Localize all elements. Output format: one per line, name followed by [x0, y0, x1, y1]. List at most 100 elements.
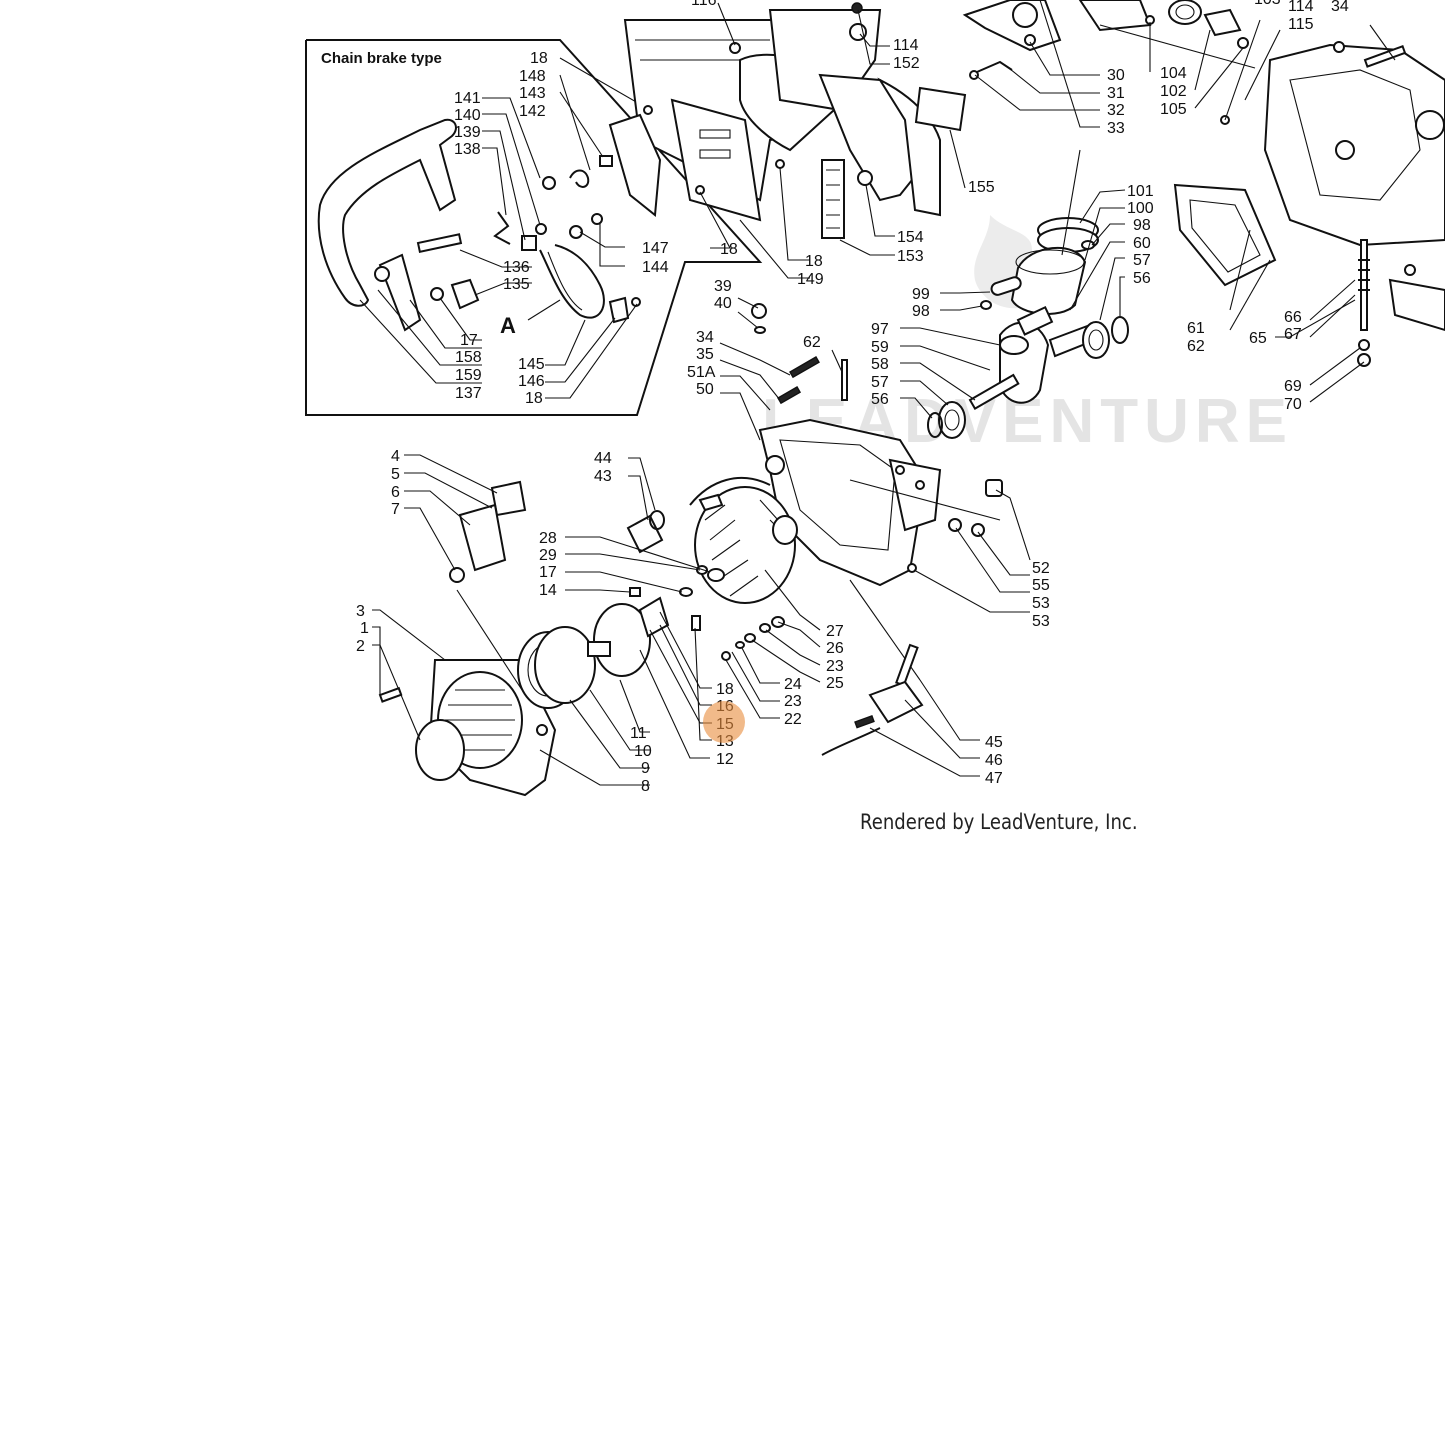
- callout-47: 47: [985, 770, 1003, 787]
- callout-97: 97: [871, 321, 889, 338]
- seal-left: [927, 412, 943, 438]
- callout-144: 144: [642, 259, 669, 276]
- callout-31: 31: [1107, 85, 1125, 102]
- callout-7: 7: [391, 501, 400, 518]
- housing-screw: [378, 686, 403, 703]
- callout-44: 44: [594, 450, 612, 467]
- callout-18d: 18: [525, 390, 543, 407]
- callout-57a: 57: [1133, 252, 1151, 269]
- ignition-group: [821, 643, 980, 777]
- starter-reel: [534, 626, 596, 704]
- brake-pivot: [374, 266, 390, 282]
- callout-67: 67: [1284, 326, 1302, 343]
- callout-34a: 34: [1331, 0, 1349, 15]
- callout-4: 4: [391, 448, 400, 465]
- carburetor: [962, 0, 1062, 52]
- brake-collar: [569, 225, 583, 239]
- piston-pin: [990, 276, 1022, 296]
- callout-8: 8: [641, 778, 650, 795]
- callout-153: 153: [897, 248, 924, 265]
- brake-spring: [493, 211, 511, 245]
- callout-59: 59: [871, 339, 889, 356]
- callout-10: 10: [634, 743, 652, 760]
- brake-band: [539, 244, 605, 319]
- callout-149: 149: [797, 271, 824, 288]
- callout-23b: 23: [784, 693, 802, 710]
- screw-39: [751, 303, 767, 319]
- oil-pump-rod: [1360, 239, 1368, 331]
- callout-29: 29: [539, 547, 557, 564]
- main-bearing-left: [938, 401, 966, 439]
- callout-18e: 18: [716, 681, 734, 698]
- intake-flange: [1203, 8, 1242, 37]
- callout-46: 46: [985, 752, 1003, 769]
- callout-142: 142: [519, 103, 546, 120]
- ignition-coil: [868, 680, 924, 724]
- brake-washer: [542, 176, 556, 190]
- callout-136: 136: [503, 259, 530, 276]
- brake-nut: [591, 213, 603, 225]
- callout-140: 140: [454, 107, 481, 124]
- callout-139: 139: [454, 124, 481, 141]
- spark-lead: [821, 727, 881, 756]
- inset-title: Chain brake type: [321, 50, 442, 67]
- callout-17b: 17: [539, 564, 557, 581]
- bar-nut: [857, 170, 873, 186]
- inset-detail-letter: A: [500, 313, 516, 338]
- starter-grip-top: [490, 480, 527, 517]
- guide-plate: [608, 113, 662, 217]
- callout-43: 43: [594, 468, 612, 485]
- callout-2: 2: [356, 638, 365, 655]
- callout-34b: 34: [696, 329, 714, 346]
- pulley-hub: [587, 641, 611, 657]
- callout-14: 14: [539, 582, 557, 599]
- crankcase-right: [1173, 19, 1445, 403]
- piston-group: [900, 149, 1129, 439]
- needle-bearing: [999, 335, 1029, 355]
- callout-52: 52: [1032, 560, 1050, 577]
- case-bolt-short: [777, 386, 802, 405]
- callout-62b: 62: [803, 334, 821, 351]
- callout-35: 35: [696, 346, 714, 363]
- callout-24: 24: [784, 676, 802, 693]
- callout-141: 141: [454, 90, 481, 107]
- callout-100: 100: [1127, 200, 1154, 217]
- latch-pin: [430, 287, 444, 301]
- crank-shaft-end: [968, 373, 1020, 411]
- crankcase-half: [1263, 43, 1445, 247]
- brake-shaft: [416, 233, 463, 253]
- callout-105: 105: [1160, 101, 1187, 118]
- callout-60: 60: [1133, 235, 1151, 252]
- callout-145: 145: [518, 356, 545, 373]
- callout-103: 103: [1254, 0, 1281, 8]
- brake-bolt: [535, 223, 547, 235]
- crankcase-center: [719, 297, 1031, 681]
- case-bolt-long: [789, 356, 820, 379]
- callout-62a: 62: [1187, 338, 1205, 355]
- callout-99: 99: [912, 286, 930, 303]
- callout-51a: 51A: [687, 364, 716, 381]
- callout-53b: 53: [1032, 613, 1050, 630]
- main-bearing-right: [1082, 321, 1110, 359]
- callout-11: 11: [630, 725, 647, 742]
- connecting-rod: [1016, 305, 1054, 336]
- hotspot-highlight-15[interactable]: [703, 701, 745, 743]
- callout-27: 27: [826, 623, 844, 640]
- reed-block: [821, 159, 845, 239]
- brake-handle: [317, 118, 457, 307]
- callout-101: 101: [1127, 183, 1154, 200]
- brake-lever-plate: [378, 253, 422, 332]
- callout-56a: 56: [1133, 270, 1151, 287]
- render-credit: Rendered by LeadVenture, Inc.: [860, 810, 1138, 834]
- callout-26: 26: [826, 640, 844, 657]
- guide-bar-cover-group: [608, 2, 967, 279]
- callout-146: 146: [518, 373, 545, 390]
- intake-boot: [1168, 0, 1202, 25]
- callout-30: 30: [1107, 67, 1125, 84]
- callout-70: 70: [1284, 396, 1302, 413]
- callout-154: 154: [897, 229, 924, 246]
- crankcase: [758, 418, 927, 587]
- callout-32: 32: [1107, 102, 1125, 119]
- callout-116: 116: [691, 0, 717, 9]
